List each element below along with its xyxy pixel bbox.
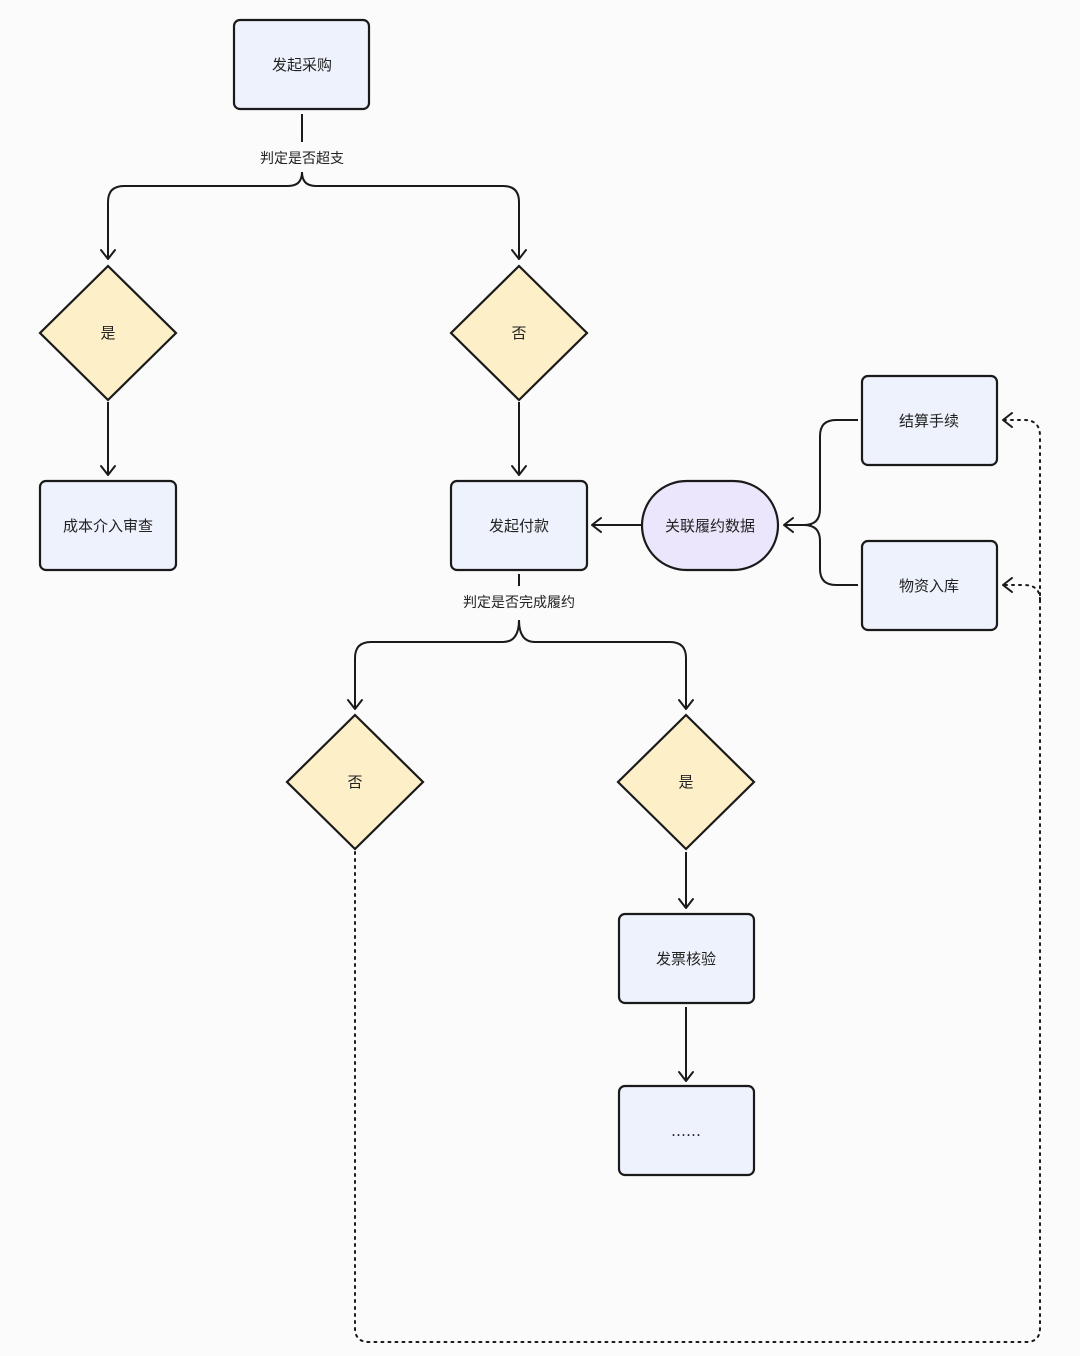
node-decision1-no-label: 否 — [511, 324, 526, 342]
arrow-head — [100, 249, 116, 260]
node-cost-review[interactable]: 成本介入审查 — [38, 479, 178, 572]
label-over-budget: 判定是否超支 — [244, 146, 360, 172]
arrow-head — [1002, 577, 1013, 593]
node-link-data[interactable]: 关联履约数据 — [640, 479, 780, 572]
node-warehouse[interactable]: 物资入库 — [860, 539, 999, 632]
node-link-data-label: 关联履约数据 — [665, 517, 755, 535]
node-ellipsis-label: …… — [671, 1122, 701, 1140]
node-decision2-yes[interactable]: 是 — [616, 713, 756, 851]
arrow-head — [783, 517, 794, 533]
arrow-head — [100, 465, 116, 476]
arrow-head — [591, 517, 602, 533]
node-settlement-label: 结算手续 — [899, 412, 959, 430]
node-invoice-check[interactable]: 发票核验 — [617, 912, 756, 1005]
edge-warehouse-to-link — [803, 524, 858, 586]
arrow-head — [678, 898, 694, 909]
node-start[interactable]: 发起采购 — [232, 18, 371, 111]
node-payment[interactable]: 发起付款 — [449, 479, 589, 572]
edge-settlement-to-link — [784, 419, 858, 526]
edge-check-to-no — [301, 171, 520, 258]
label-over-budget-text: 判定是否超支 — [260, 151, 344, 167]
node-decision1-no[interactable]: 否 — [449, 264, 589, 402]
label-fulfillment: 判定是否完成履约 — [447, 590, 591, 616]
arrow-head — [511, 465, 527, 476]
node-decision2-no[interactable]: 否 — [285, 713, 425, 851]
node-ellipsis[interactable]: …… — [617, 1084, 756, 1177]
arrow-head — [511, 249, 527, 260]
arrow-head — [678, 699, 694, 710]
edge-check-to-no2 — [354, 619, 520, 708]
node-decision1-yes[interactable]: 是 — [38, 264, 178, 402]
arrow-head — [678, 1071, 694, 1082]
node-start-label: 发起采购 — [272, 56, 332, 74]
arrow-head — [347, 699, 363, 710]
edge-check-to-yes — [107, 171, 303, 258]
node-warehouse-label: 物资入库 — [899, 577, 959, 595]
node-decision2-no-label: 否 — [347, 773, 362, 791]
arrow-head — [1002, 412, 1013, 428]
node-decision2-yes-label: 是 — [678, 773, 693, 791]
node-cost-review-label: 成本介入审查 — [63, 517, 153, 535]
node-settlement[interactable]: 结算手续 — [860, 374, 999, 467]
node-invoice-check-label: 发票核验 — [656, 950, 716, 968]
edge-loop-to-warehouse — [1003, 584, 1041, 601]
label-fulfillment-text: 判定是否完成履约 — [463, 595, 575, 611]
node-payment-label: 发起付款 — [489, 517, 549, 535]
node-decision1-yes-label: 是 — [100, 324, 115, 342]
edge-check-to-yes2 — [518, 619, 687, 708]
